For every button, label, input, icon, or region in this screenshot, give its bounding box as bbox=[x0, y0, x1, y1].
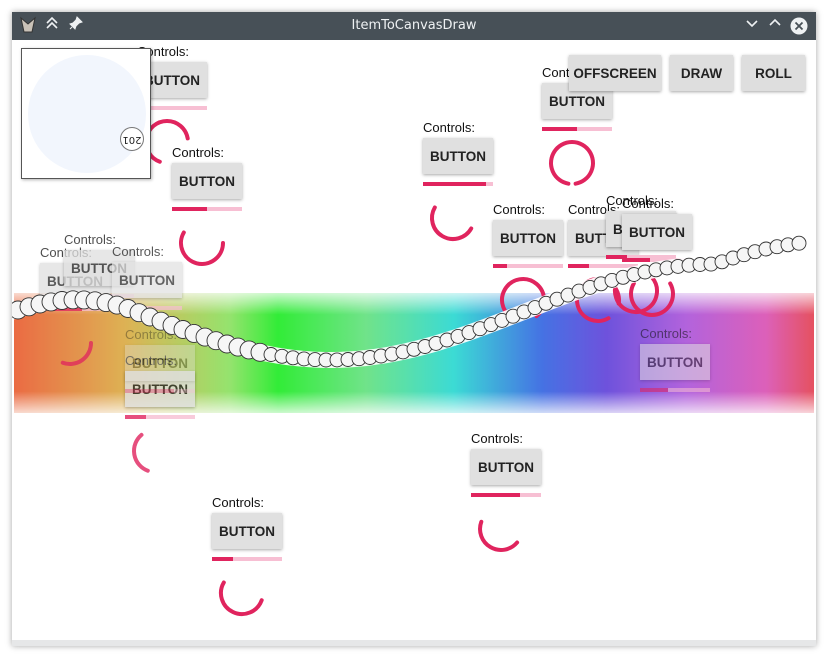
control-group: Controls: BUTTON bbox=[172, 145, 252, 275]
control-button[interactable]: BUTTON bbox=[622, 214, 692, 250]
progress-fill bbox=[172, 207, 207, 211]
progress-bar bbox=[640, 388, 710, 392]
draw-button[interactable]: DRAW bbox=[670, 55, 733, 91]
app-icon[interactable] bbox=[18, 16, 38, 36]
busy-indicator bbox=[478, 519, 520, 552]
progress-bar bbox=[606, 255, 676, 259]
busy-arc bbox=[478, 519, 520, 552]
control-group: Controls: BUTTON bbox=[640, 326, 720, 456]
progress-fill bbox=[125, 415, 146, 419]
busy-arc bbox=[629, 281, 675, 317]
controls-label: Controls: bbox=[640, 326, 693, 341]
control-group: Controls: BUTTON bbox=[471, 431, 551, 561]
progress-fill bbox=[125, 389, 174, 393]
progress-bar bbox=[125, 389, 195, 393]
busy-arc bbox=[60, 341, 93, 366]
progress-fill bbox=[542, 127, 577, 131]
control-group: Controls: BUTTON bbox=[493, 202, 573, 332]
control-button[interactable]: BUTTON bbox=[125, 345, 195, 381]
progress-bar bbox=[471, 493, 541, 497]
roll-button[interactable]: ROLL bbox=[742, 55, 805, 91]
canvas-preview: 201 bbox=[21, 48, 151, 179]
progress-fill bbox=[471, 493, 520, 497]
progress-fill bbox=[568, 264, 589, 268]
controls-label: Controls: bbox=[112, 244, 165, 259]
number-chip-trail bbox=[12, 234, 814, 368]
pin-icon[interactable] bbox=[66, 16, 86, 36]
progress-bar bbox=[125, 415, 195, 419]
busy-indicator bbox=[132, 432, 150, 473]
control-group: Controls: BUTTON bbox=[622, 196, 702, 326]
progress-fill bbox=[640, 388, 668, 392]
control-button[interactable]: BUTTON bbox=[212, 513, 282, 549]
controls-label: Controls: bbox=[64, 232, 117, 247]
chevron-down-icon[interactable] bbox=[742, 16, 762, 36]
progress-bar bbox=[212, 557, 282, 561]
status-strip bbox=[12, 640, 816, 646]
progress-fill bbox=[212, 557, 233, 561]
keep-above-icon[interactable] bbox=[42, 16, 62, 36]
progress-bar bbox=[622, 258, 692, 262]
control-group: Controls: BUTTON bbox=[112, 244, 192, 374]
busy-arc bbox=[179, 230, 225, 266]
controls-label: Controls: bbox=[125, 353, 177, 368]
busy-indicator bbox=[429, 205, 474, 242]
preview-circle bbox=[28, 55, 146, 173]
control-group: Controls:BUTTON bbox=[125, 327, 205, 457]
controls-label: Controls: bbox=[423, 120, 476, 135]
control-button[interactable]: BUTTON bbox=[172, 163, 242, 199]
trail-chip bbox=[791, 235, 807, 251]
progress-fill bbox=[423, 182, 486, 186]
busy-indicator bbox=[60, 341, 93, 366]
control-button[interactable]: BUTTON bbox=[471, 449, 541, 485]
preview-chip: 201 bbox=[120, 127, 144, 151]
controls-label: Controls: bbox=[471, 431, 524, 446]
offscreen-button[interactable]: OFFSCREEN bbox=[569, 55, 661, 91]
control-button[interactable]: BUTTON bbox=[493, 220, 563, 256]
busy-arc bbox=[218, 580, 264, 617]
progress-bar bbox=[493, 264, 563, 268]
controls-label: Controls: bbox=[212, 495, 265, 510]
control-button[interactable]: BUTTON bbox=[125, 371, 195, 407]
controls-label: Controls: bbox=[172, 145, 225, 160]
progress-bar bbox=[172, 207, 242, 211]
busy-arc bbox=[429, 205, 474, 242]
control-group: Controls: BUTTON bbox=[125, 353, 205, 483]
close-icon[interactable] bbox=[789, 16, 809, 36]
busy-indicator bbox=[549, 140, 595, 186]
controls-label: Controls: bbox=[622, 196, 675, 211]
progress-fill bbox=[622, 258, 650, 262]
control-button[interactable]: BUTTON bbox=[112, 262, 182, 298]
control-group: Controls: BUTTON bbox=[423, 120, 503, 250]
progress-fill bbox=[493, 264, 507, 268]
busy-indicator bbox=[629, 281, 675, 317]
busy-arc bbox=[132, 432, 150, 473]
title-bar[interactable]: ItemToCanvasDraw bbox=[12, 12, 816, 40]
controls-label: Controls: bbox=[493, 202, 546, 217]
chevron-up-icon[interactable] bbox=[765, 16, 785, 36]
progress-bar bbox=[568, 264, 638, 268]
control-group: Controls: BUTTON bbox=[212, 495, 292, 625]
progress-bar bbox=[542, 127, 612, 131]
window-title: ItemToCanvasDraw bbox=[351, 18, 477, 33]
progress-fill bbox=[606, 255, 627, 259]
busy-indicator bbox=[179, 230, 225, 266]
busy-indicator bbox=[218, 580, 264, 617]
busy-arc bbox=[549, 140, 595, 186]
control-button[interactable]: BUTTON bbox=[640, 344, 710, 380]
controls-label: Controls: bbox=[606, 193, 659, 208]
control-button[interactable]: BUTTON bbox=[423, 138, 493, 174]
progress-bar bbox=[423, 182, 493, 186]
